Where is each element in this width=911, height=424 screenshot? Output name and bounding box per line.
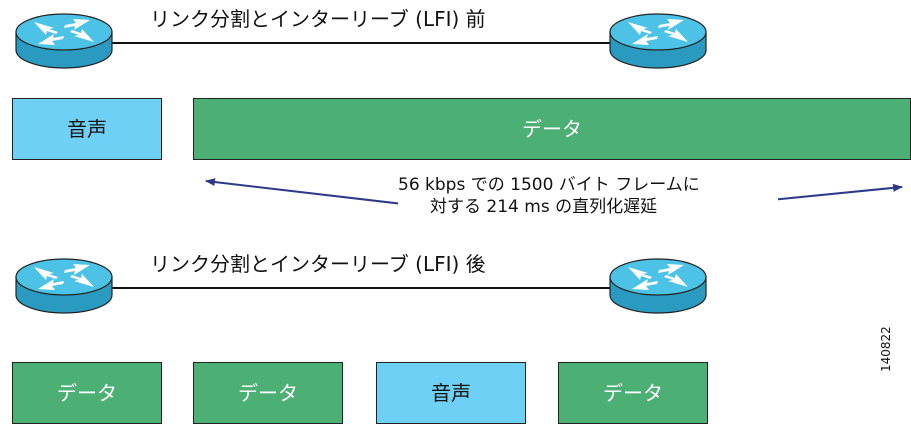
fragment-label: データ — [238, 381, 298, 405]
fragment-label: データ — [603, 381, 663, 405]
data-frame-label: データ — [522, 117, 582, 141]
serialization-line-1: 56 kbps での 1500 バイト フレームに — [398, 175, 700, 195]
fragment-data: データ — [193, 362, 343, 424]
fragment-label: 音声 — [431, 381, 471, 405]
voice-packet: 音声 — [12, 98, 162, 160]
router-icon — [609, 258, 707, 314]
fragment-data: データ — [558, 362, 708, 424]
serial-link-line — [110, 287, 618, 289]
router-icon — [15, 13, 113, 69]
voice-packet-label: 音声 — [67, 117, 107, 141]
fragment-voice: 音声 — [376, 362, 526, 424]
link-title-after: リンク分割とインターリーブ (LFI) 後 — [150, 252, 486, 276]
serialization-line-2: 対する 214 ms の直列化遅延 — [430, 197, 658, 217]
serial-link-line — [110, 42, 618, 44]
router-icon — [15, 258, 113, 314]
router-icon — [609, 13, 707, 69]
data-frame: データ — [193, 98, 911, 160]
figure-id: 140822 — [879, 326, 893, 372]
fragment-data: データ — [12, 362, 162, 424]
fragment-label: データ — [57, 381, 117, 405]
left-arrow — [205, 178, 421, 207]
link-title-before: リンク分割とインターリーブ (LFI) 前 — [150, 7, 486, 31]
serialization-delay-note: 56 kbps での 1500 バイト フレームに 対する 214 ms の直列… — [398, 174, 778, 218]
